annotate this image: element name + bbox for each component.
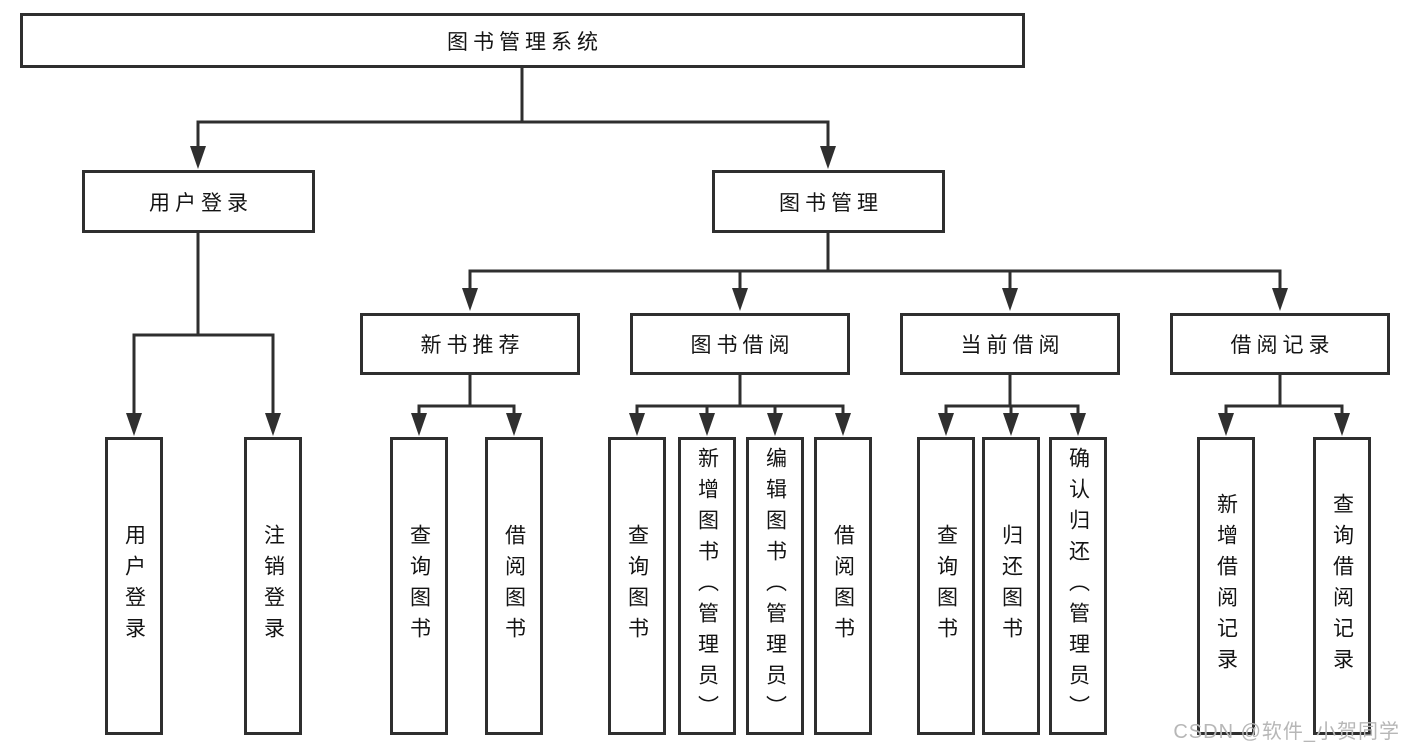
- node-label: 查询借阅记录: [1330, 493, 1354, 679]
- node-library-management-system: 图书管理系统: [20, 13, 1025, 68]
- node-leaf-user-login: 用户登录: [105, 437, 163, 735]
- node-leaf-query-borrow-record: 查询借阅记录: [1313, 437, 1371, 735]
- node-label: 图书借阅: [690, 334, 795, 357]
- node-label: 新增图书（管理员）: [695, 446, 719, 726]
- node-label: 借阅记录: [1230, 334, 1335, 357]
- node-label: 当前借阅: [960, 334, 1065, 357]
- node-label: 查询图书: [407, 524, 431, 648]
- arrowhead: [1218, 413, 1234, 436]
- arrowhead: [767, 413, 783, 436]
- node-leaf-query-books-3: 查询图书: [917, 437, 975, 735]
- edge-new-book-branch: [417, 371, 516, 420]
- arrowhead: [265, 413, 281, 436]
- csdn-watermark: CSDN @软件_小贺同学: [1173, 721, 1400, 743]
- node-label: 新书推荐: [420, 334, 525, 357]
- node-label: 归还图书: [999, 524, 1023, 648]
- arrowhead: [1272, 288, 1288, 311]
- node-leaf-logout: 注销登录: [244, 437, 302, 735]
- edge-book-mgmt-branch: [468, 229, 1282, 294]
- node-borrow-records: 借阅记录: [1170, 313, 1390, 375]
- arrowhead: [126, 413, 142, 436]
- node-leaf-query-books-1: 查询图书: [390, 437, 448, 735]
- node-leaf-edit-books-admin: 编辑图书（管理员）: [746, 437, 804, 735]
- arrowhead: [506, 413, 522, 436]
- node-label: 新增借阅记录: [1214, 493, 1238, 679]
- node-leaf-add-books-admin: 新增图书（管理员）: [678, 437, 736, 735]
- node-leaf-borrow-books-2: 借阅图书: [814, 437, 872, 735]
- edge-current-borrow-branch: [944, 371, 1080, 420]
- node-new-book-recommend: 新书推荐: [360, 313, 580, 375]
- node-label: 查询图书: [625, 524, 649, 648]
- arrowhead: [629, 413, 645, 436]
- arrowhead: [938, 413, 954, 436]
- arrowhead: [820, 146, 836, 169]
- node-book-management: 图书管理: [712, 170, 945, 233]
- node-leaf-confirm-return-admin: 确认归还（管理员）: [1049, 437, 1107, 735]
- node-leaf-query-books-2: 查询图书: [608, 437, 666, 735]
- node-leaf-add-borrow-record: 新增借阅记录: [1197, 437, 1255, 735]
- node-book-borrow: 图书借阅: [630, 313, 850, 375]
- arrowhead: [732, 288, 748, 311]
- node-label: 借阅图书: [831, 524, 855, 648]
- edge-borrow-records-branch: [1224, 371, 1344, 420]
- node-label: 编辑图书（管理员）: [763, 446, 787, 726]
- node-current-borrow: 当前借阅: [900, 313, 1120, 375]
- node-leaf-borrow-books-1: 借阅图书: [485, 437, 543, 735]
- arrowhead: [1070, 413, 1086, 436]
- arrowhead: [1334, 413, 1350, 436]
- node-user-login: 用户登录: [82, 170, 315, 233]
- node-label: 图书管理系统: [447, 30, 603, 54]
- arrowhead: [835, 413, 851, 436]
- node-label: 查询图书: [934, 524, 958, 648]
- arrowhead: [1003, 413, 1019, 436]
- edge-user-login-branch: [132, 229, 275, 420]
- arrowhead: [462, 288, 478, 311]
- edge-root-to-level2: [196, 65, 830, 152]
- arrowhead: [699, 413, 715, 436]
- arrowhead: [411, 413, 427, 436]
- node-label: 图书管理: [779, 191, 883, 215]
- arrowhead: [1002, 288, 1018, 311]
- arrowhead: [190, 146, 206, 169]
- node-label: 用户登录: [122, 524, 146, 648]
- node-label: 确认归还（管理员）: [1066, 446, 1090, 726]
- arrowheads: [126, 146, 1350, 436]
- node-label: 用户登录: [149, 191, 253, 215]
- edge-book-borrow-branch: [635, 371, 845, 420]
- node-label: 借阅图书: [502, 524, 526, 648]
- node-leaf-return-books: 归还图书: [982, 437, 1040, 735]
- node-label: 注销登录: [261, 524, 285, 648]
